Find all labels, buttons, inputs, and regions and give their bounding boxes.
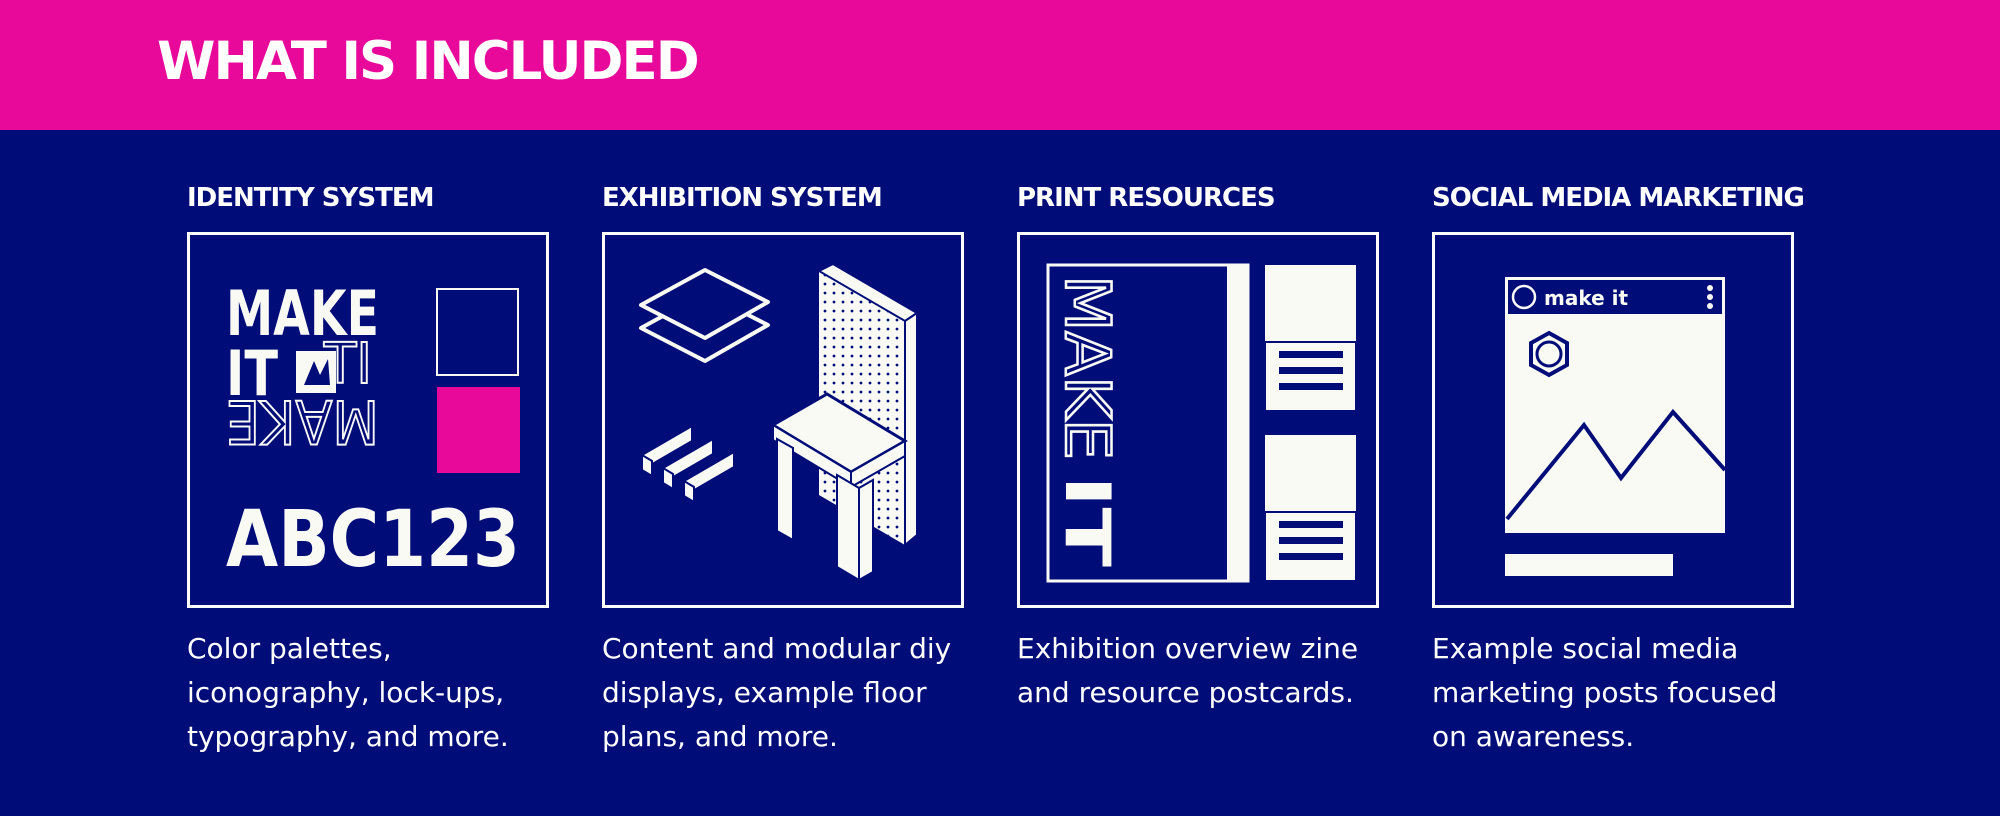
section-description: Example social media marketing posts foc… [1432, 627, 1832, 759]
stacked-panels-icon [639, 268, 770, 363]
desc-line: plans, and more. [602, 720, 838, 753]
section-title: EXHIBITION SYSTEM [602, 183, 883, 213]
type-sample: ABC123 [226, 495, 520, 585]
palette-swatch-navy [436, 288, 519, 376]
caption-bar [1505, 554, 1673, 576]
pegboard-chair-icon [770, 262, 919, 582]
section-description: Color palettes, iconography, lock-ups, t… [187, 627, 587, 759]
exhibition-display-icon [602, 232, 964, 608]
section-print-resources: PRINT RESOURCES MAKE IT [1017, 180, 1417, 709]
desc-line: on awareness. [1432, 720, 1635, 753]
postcard-top [1264, 265, 1357, 412]
logo-mirror-make: MAKE [226, 386, 379, 456]
rails-icon [641, 424, 735, 504]
print-zine-icon: MAKE IT [1017, 232, 1379, 608]
section-description: Content and modular diy displays, exampl… [602, 627, 1002, 759]
desc-line: Color palettes, [187, 632, 392, 665]
desc-line: marketing posts focused [1432, 676, 1778, 709]
palette-swatch-magenta [437, 387, 520, 473]
avatar-icon [1511, 284, 1537, 310]
logo-mirror-it: IT [323, 332, 372, 397]
desc-line: typography, and more. [187, 720, 509, 753]
post-header [1508, 280, 1722, 314]
logo-text-it: IT [226, 337, 278, 410]
social-post-icon: make it [1432, 232, 1794, 608]
identity-logo-icon: MAKE IT IT MAKE ABC123 [187, 232, 549, 608]
hexnut-icon [1529, 330, 1569, 378]
section-identity-system: IDENTITY SYSTEM MAKE IT IT MAKE ABC123 C… [187, 180, 587, 753]
header-banner: WHAT IS INCLUDED [0, 0, 2000, 130]
desc-line: iconography, lock-ups, [187, 676, 505, 709]
postcard-bottom [1264, 435, 1357, 582]
mountains-icon [1505, 408, 1727, 521]
desc-line: displays, example floor [602, 676, 927, 709]
section-title: IDENTITY SYSTEM [187, 183, 434, 213]
zine-cover: MAKE IT [1046, 263, 1250, 583]
logo-spark-icon [296, 351, 336, 393]
more-dots-icon [1707, 285, 1713, 309]
section-description: Exhibition overview zine and resource po… [1017, 627, 1417, 715]
desc-line: and resource postcards. [1017, 676, 1354, 709]
desc-line: Example social media [1432, 632, 1739, 665]
section-title: SOCIAL MEDIA MARKETING [1432, 183, 1805, 213]
post-handle: make it [1544, 286, 1628, 310]
post-card [1505, 277, 1725, 533]
logo-text-make: MAKE [226, 277, 379, 350]
desc-line: Exhibition overview zine [1017, 632, 1359, 665]
section-exhibition-system: EXHIBITION SYSTEM [602, 180, 1002, 753]
section-social-media-marketing: SOCIAL MEDIA MARKETING make it Example s… [1432, 180, 1832, 753]
desc-line: Content and modular diy [602, 632, 952, 665]
section-title: PRINT RESOURCES [1017, 183, 1276, 213]
zine-vertical-it: IT [1051, 475, 1124, 567]
zine-vertical-make: MAKE [1051, 275, 1124, 460]
page-title: WHAT IS INCLUDED [157, 31, 700, 92]
